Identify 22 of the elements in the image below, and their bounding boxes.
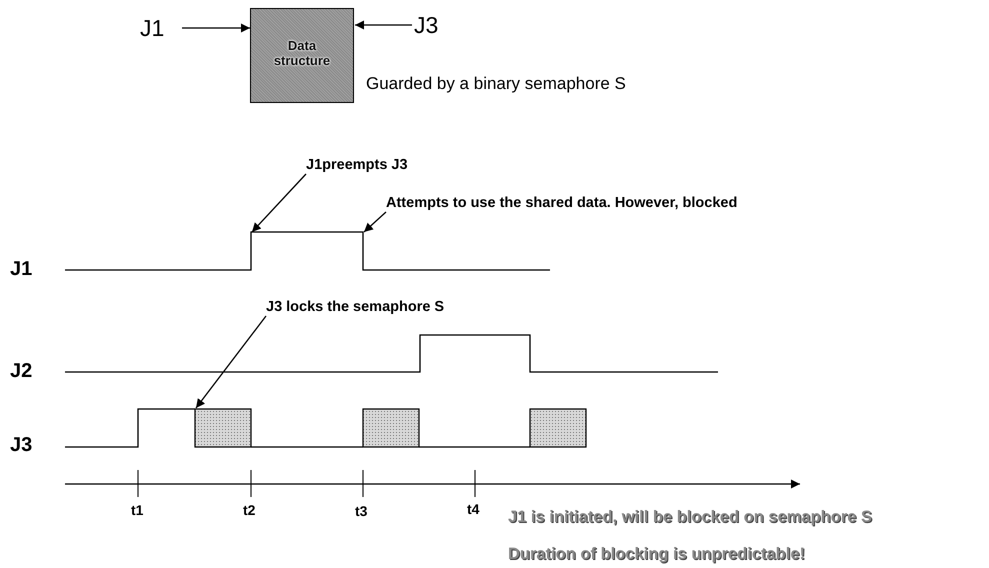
annotation: J1preempts J3 — [306, 156, 416, 174]
annotation: Attempts to use the shared data. However, blocked — [386, 194, 806, 212]
arrow — [355, 20, 412, 30]
row-label: J2 — [10, 360, 32, 383]
leader-arrow — [252, 174, 306, 232]
annotation: J3 locks the semaphore S — [266, 298, 476, 316]
job-label: J3 — [414, 10, 454, 40]
tick-label: t2 — [243, 502, 256, 518]
leader-arrow — [364, 212, 386, 232]
note: J1 is initiated, will be blocked on semaphore S — [508, 508, 872, 527]
tick-label: t1 — [131, 502, 144, 518]
arrow — [182, 24, 250, 32]
row-label: J3 — [10, 434, 32, 457]
data-block — [250, 8, 354, 103]
job-label: J1 — [140, 13, 180, 43]
node-label: Guarded by a binary semaphore S — [366, 74, 626, 94]
leader-arrow — [195, 316, 267, 408]
tick-label: t4 — [467, 501, 480, 517]
tick-label: t3 — [355, 503, 368, 519]
block-label: Data structure — [272, 38, 332, 68]
note: Duration of blocking is unpredictable! — [508, 545, 806, 564]
row-label: J1 — [10, 258, 32, 281]
